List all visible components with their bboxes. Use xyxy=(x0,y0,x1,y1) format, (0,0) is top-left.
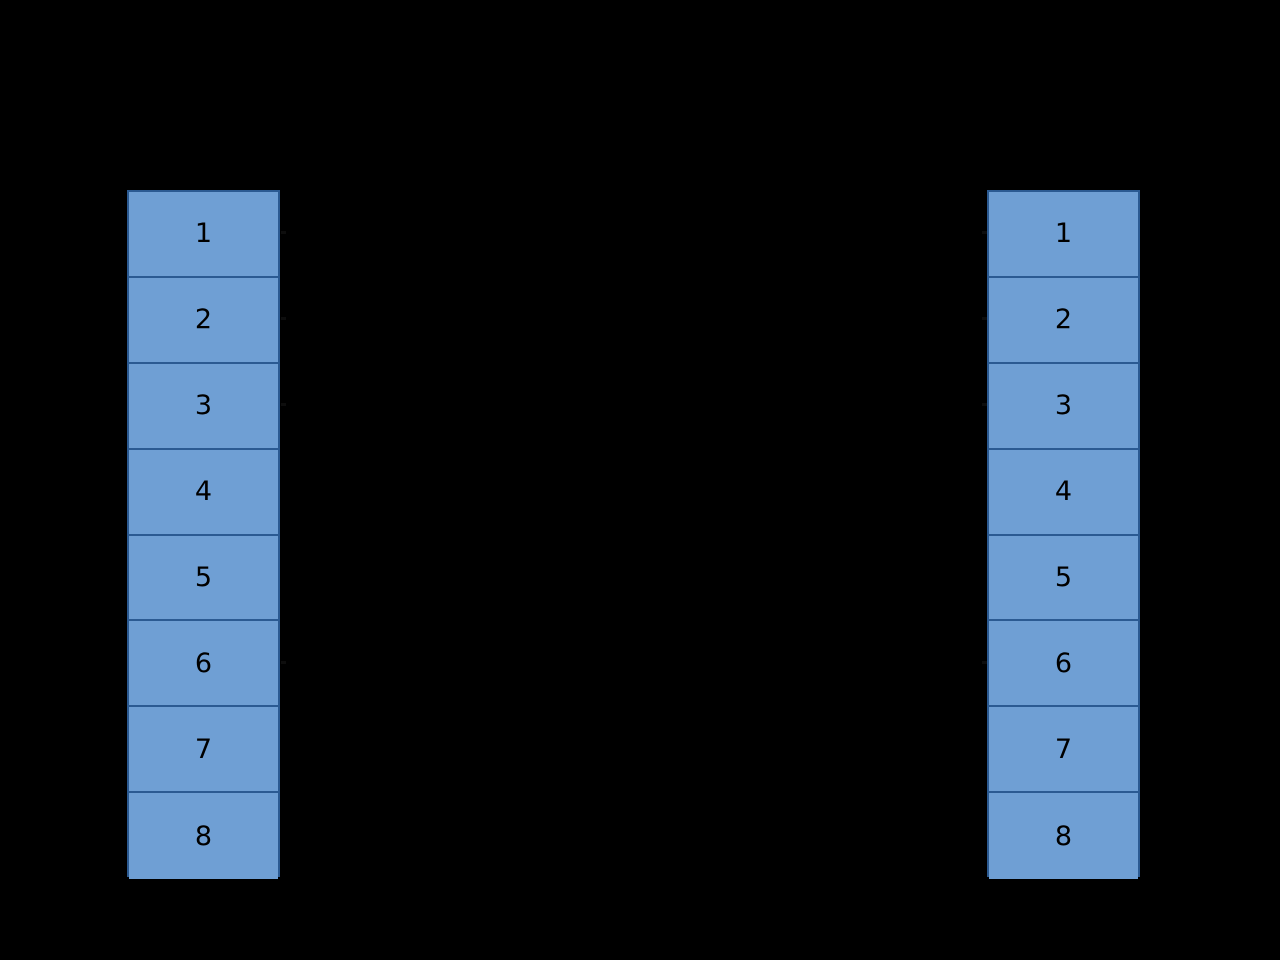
left-cell-3[interactable]: 3 xyxy=(129,363,278,450)
left-cell-6-label: 6 xyxy=(194,647,213,679)
right-cell-1[interactable]: 1 xyxy=(989,192,1138,278)
right-cell-2[interactable]: 2 xyxy=(989,277,1138,364)
left-cell-7[interactable]: 7 xyxy=(129,707,278,794)
right-cell-4[interactable]: 4 xyxy=(989,449,1138,536)
right-cell-6[interactable]: 6 xyxy=(989,621,1138,708)
right-connector-stub-6 xyxy=(982,661,987,664)
left-cell-3-label: 3 xyxy=(194,390,213,422)
left-column: 1 2 3 4 5 6 7 8 xyxy=(127,190,280,879)
right-cell-8-label: 8 xyxy=(1054,820,1073,852)
left-cell-5[interactable]: 5 xyxy=(129,535,278,622)
right-cell-2-label: 2 xyxy=(1054,304,1073,336)
left-cell-8[interactable]: 8 xyxy=(129,793,278,879)
right-cell-8[interactable]: 8 xyxy=(989,793,1138,879)
left-cell-4-label: 4 xyxy=(194,476,213,508)
right-cell-3-label: 3 xyxy=(1054,390,1073,422)
right-connector-stub-1 xyxy=(982,231,987,234)
left-cell-7-label: 7 xyxy=(194,733,213,765)
right-cell-4-label: 4 xyxy=(1054,476,1073,508)
left-connector-stub-2 xyxy=(281,317,286,320)
left-cell-8-label: 8 xyxy=(194,820,213,852)
left-connector-stub-3 xyxy=(281,403,286,406)
right-connector-stub-2 xyxy=(982,317,987,320)
right-cell-5-label: 5 xyxy=(1054,561,1073,593)
left-connector-stub-6 xyxy=(281,661,286,664)
right-connector-stub-3 xyxy=(982,403,987,406)
left-connector-stub-1 xyxy=(281,231,286,234)
right-cell-3[interactable]: 3 xyxy=(989,363,1138,450)
left-cell-1-label: 1 xyxy=(194,218,213,250)
right-column: 1 2 3 4 5 6 7 8 xyxy=(987,190,1140,879)
left-cell-5-label: 5 xyxy=(194,561,213,593)
right-cell-7[interactable]: 7 xyxy=(989,707,1138,794)
right-cell-5[interactable]: 5 xyxy=(989,535,1138,622)
left-cell-2[interactable]: 2 xyxy=(129,277,278,364)
left-cell-2-label: 2 xyxy=(194,304,213,336)
right-cell-6-label: 6 xyxy=(1054,647,1073,679)
left-cell-1[interactable]: 1 xyxy=(129,192,278,278)
left-cell-4[interactable]: 4 xyxy=(129,449,278,536)
right-cell-1-label: 1 xyxy=(1054,218,1073,250)
right-cell-7-label: 7 xyxy=(1054,733,1073,765)
left-cell-6[interactable]: 6 xyxy=(129,621,278,708)
